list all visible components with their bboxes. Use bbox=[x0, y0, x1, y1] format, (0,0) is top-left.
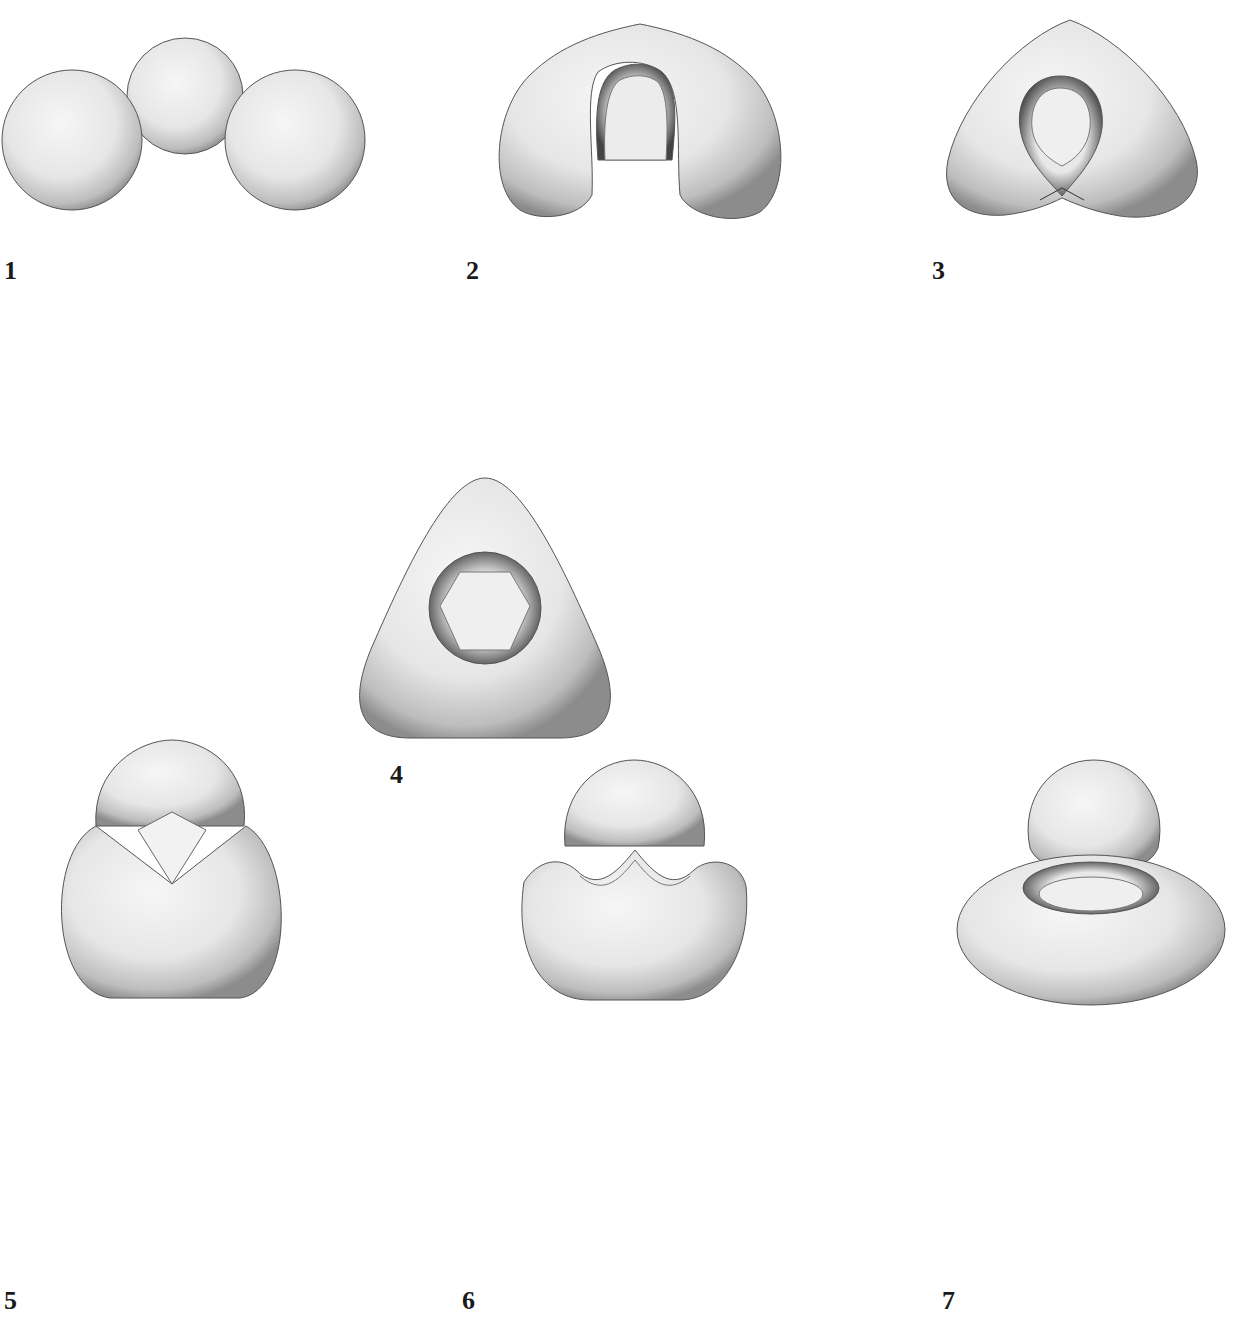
callout-number: 4 bbox=[390, 762, 403, 788]
callout-number: 2 bbox=[466, 258, 479, 284]
split-shape bbox=[522, 760, 747, 1000]
triangular-torus bbox=[360, 478, 611, 738]
heart-ring-shape bbox=[947, 20, 1198, 217]
callout-number: 5 bbox=[4, 1288, 17, 1314]
callout-number: 3 bbox=[932, 258, 945, 284]
callout-number: 6 bbox=[462, 1288, 475, 1314]
callout-number: 7 bbox=[942, 1288, 955, 1314]
separated-shapes bbox=[957, 760, 1225, 1005]
split-shape bbox=[61, 740, 281, 998]
callout-number: 1 bbox=[4, 258, 17, 284]
horseshoe-shape bbox=[499, 24, 781, 218]
three-spheres bbox=[2, 38, 365, 210]
